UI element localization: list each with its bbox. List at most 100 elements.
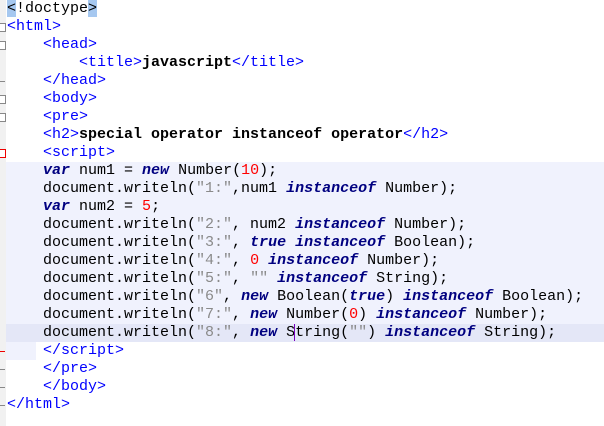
code-line[interactable]: var num1 = new Number(10); xyxy=(6,162,604,180)
code-text: Boolean( xyxy=(268,288,350,305)
code-line[interactable]: document.writeln("5:", "" instanceof Str… xyxy=(6,270,604,288)
fold-end-marker xyxy=(0,387,5,388)
keyword: var xyxy=(43,198,71,215)
code-text xyxy=(7,162,43,179)
keyword: new xyxy=(142,162,170,179)
code-editor[interactable]: <!doctype><html> <head> <title>javascrip… xyxy=(0,0,604,414)
code-text xyxy=(7,360,43,377)
code-line[interactable]: </pre> xyxy=(0,360,604,378)
html-tag: </script> xyxy=(43,342,125,359)
keyword: true xyxy=(349,288,386,305)
code-line[interactable]: document.writeln("7:", new Number(0) ins… xyxy=(6,306,604,324)
code-text: document.writeln( xyxy=(7,234,197,251)
code-line[interactable]: document.writeln("8:", new String("") in… xyxy=(6,324,604,342)
fold-collapse-icon[interactable] xyxy=(0,41,6,50)
keyword: instanceof xyxy=(376,306,467,323)
string-literal: "" xyxy=(349,324,368,341)
code-text xyxy=(7,126,43,143)
keyword: new xyxy=(250,306,278,323)
code-line[interactable]: <head> xyxy=(0,36,604,54)
code-text: document.writeln( xyxy=(7,288,197,305)
code-line[interactable]: </script> xyxy=(0,342,604,360)
fold-collapse-icon[interactable] xyxy=(0,149,6,158)
code-text xyxy=(7,378,43,395)
string-literal: "7:" xyxy=(196,306,233,323)
string-literal: "8:" xyxy=(196,324,233,341)
number-literal: 10 xyxy=(241,162,260,179)
html-tag: <title> xyxy=(79,54,143,71)
code-text xyxy=(7,108,43,125)
bracket-match: > xyxy=(88,0,98,17)
html-tag: </head> xyxy=(43,72,107,89)
code-line[interactable]: <pre> xyxy=(0,108,604,126)
code-text xyxy=(268,270,277,287)
code-text: document.writeln( xyxy=(7,324,197,341)
html-tag: <pre> xyxy=(43,108,89,125)
keyword: true xyxy=(250,234,287,251)
code-line[interactable]: <title>javascript</title> xyxy=(7,54,604,72)
code-line[interactable]: <script> xyxy=(0,144,604,162)
number-literal: 5 xyxy=(142,198,152,215)
code-line[interactable]: <!doctype> xyxy=(7,0,604,18)
code-line[interactable]: <html> xyxy=(0,18,604,36)
code-text: Number); xyxy=(358,252,440,269)
code-line[interactable]: </html> xyxy=(0,396,604,414)
code-line[interactable]: </head> xyxy=(0,72,604,90)
fold-end-marker xyxy=(0,369,5,370)
code-line[interactable]: var num2 = 5; xyxy=(6,198,604,216)
keyword: var xyxy=(43,162,71,179)
fold-collapse-icon[interactable] xyxy=(0,95,6,104)
code-line[interactable]: <h2>special operator instanceof operator… xyxy=(7,126,604,144)
string-literal: "4:" xyxy=(196,252,233,269)
string-literal: "" xyxy=(250,270,269,287)
code-text: ); xyxy=(259,162,278,179)
code-text xyxy=(7,198,43,215)
code-line[interactable]: </body> xyxy=(0,378,604,396)
html-tag: </pre> xyxy=(43,360,98,377)
string-literal: "3:" xyxy=(196,234,233,251)
code-text: , xyxy=(232,270,251,287)
code-text xyxy=(286,234,295,251)
code-line[interactable]: document.writeln("4:", 0 instanceof Numb… xyxy=(6,252,604,270)
keyword: instanceof xyxy=(385,324,476,341)
code-text: , xyxy=(232,324,251,341)
code-text: , num2 xyxy=(232,216,296,233)
cursor-text: tring( xyxy=(294,324,350,341)
code-text: num1 = xyxy=(70,162,143,179)
fold-collapse-icon[interactable] xyxy=(0,23,6,32)
code-text: Number( xyxy=(277,306,350,323)
html-tag: <head> xyxy=(43,36,98,53)
code-text: Boolean); xyxy=(493,288,584,305)
code-text: document.writeln( xyxy=(7,180,197,197)
code-text: !doctype xyxy=(16,0,89,17)
keyword: new xyxy=(250,324,278,341)
text-content: special operator instanceof operator xyxy=(79,126,404,143)
number-literal: 0 xyxy=(349,306,359,323)
keyword: instanceof xyxy=(277,270,368,287)
keyword: instanceof xyxy=(403,288,494,305)
code-text xyxy=(7,72,43,89)
keyword: instanceof xyxy=(286,180,377,197)
code-text: num2 = xyxy=(70,198,143,215)
code-text: , xyxy=(232,306,251,323)
keyword: instanceof xyxy=(295,216,386,233)
fold-collapse-icon[interactable] xyxy=(0,113,6,122)
code-text xyxy=(7,54,79,71)
code-text xyxy=(7,342,43,359)
code-text xyxy=(7,90,43,107)
code-line[interactable]: <body> xyxy=(0,90,604,108)
code-line[interactable]: document.writeln("3:", true instanceof B… xyxy=(6,234,604,252)
html-tag: </title> xyxy=(232,54,305,71)
code-text xyxy=(259,252,268,269)
code-text: ; xyxy=(151,198,161,215)
code-line[interactable]: document.writeln("1:",num1 instanceof Nu… xyxy=(6,180,604,198)
code-text: Number); xyxy=(385,216,467,233)
code-line[interactable]: document.writeln("2:", num2 instanceof N… xyxy=(6,216,604,234)
fold-end-marker xyxy=(0,405,5,406)
code-text: String); xyxy=(367,270,449,287)
html-tag: <h2> xyxy=(43,126,80,143)
code-text: document.writeln( xyxy=(7,270,197,287)
keyword: instanceof xyxy=(295,234,386,251)
code-text: ) xyxy=(367,324,386,341)
code-line[interactable]: document.writeln("6", new Boolean(true) … xyxy=(6,288,604,306)
